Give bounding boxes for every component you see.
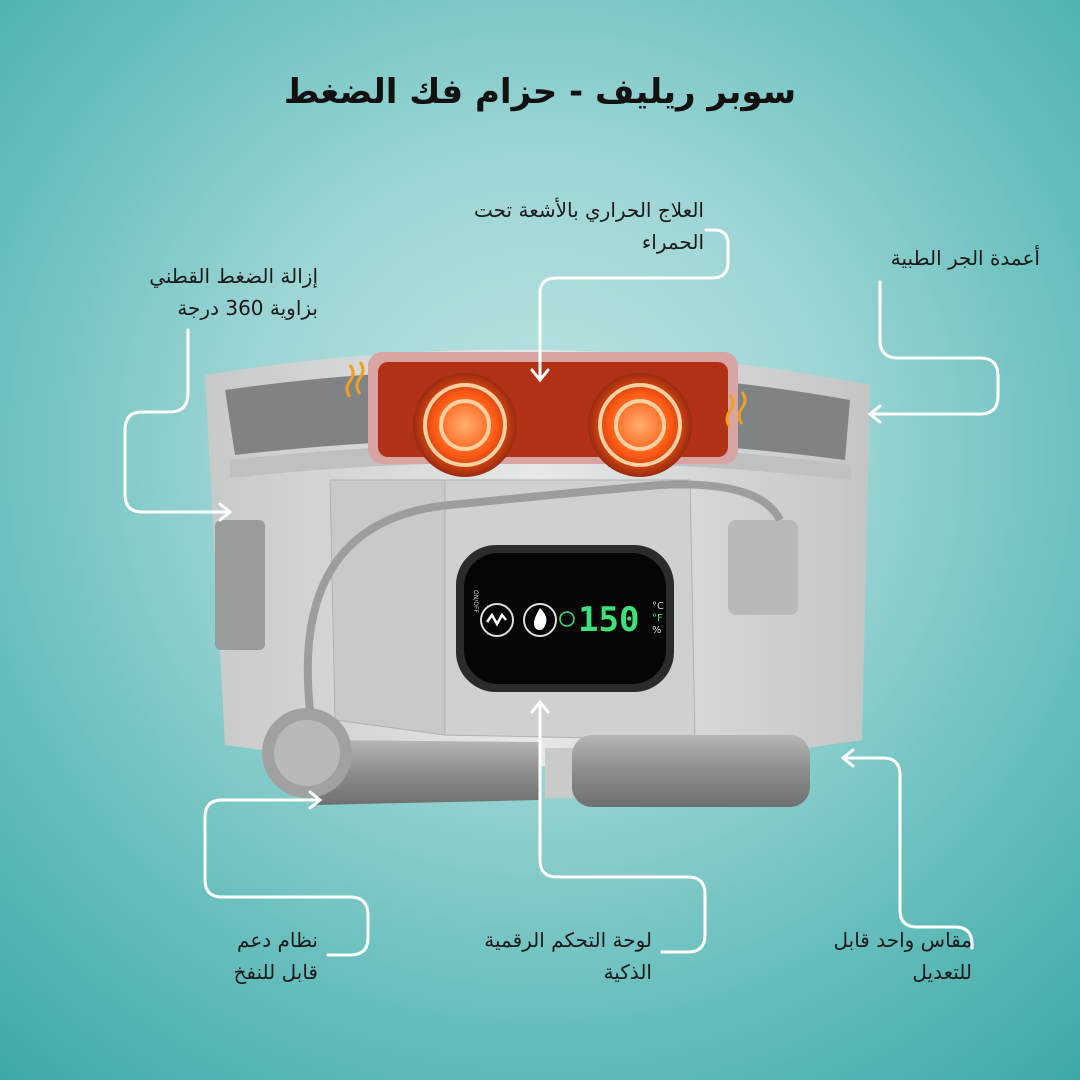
label-decompression-line1: إزالة الضغط القطني: [149, 264, 318, 288]
air-tube: [303, 480, 784, 711]
control-panel[interactable]: [456, 545, 674, 692]
connector-one-size: [840, 748, 974, 950]
unit-indicators: °C °F %: [652, 601, 664, 637]
label-infrared-line2: الحمراء: [641, 230, 704, 254]
label-control-panel-line2: الذكية: [603, 960, 652, 984]
label-inflatable-line1: نظام دعم: [237, 928, 318, 952]
label-traction-line1: أعمدة الجر الطبية: [890, 246, 1040, 270]
label-decompression: إزالة الضغط القطني بزاوية 360 درجة: [149, 260, 318, 324]
power-label: ON/OFF: [472, 590, 479, 613]
label-infrared: العلاج الحراري بالأشعة تحت الحمراء: [474, 194, 704, 258]
unit-celsius: °C: [652, 601, 664, 612]
heat-flame-icon: [523, 603, 557, 637]
label-infrared-line1: العلاج الحراري بالأشعة تحت: [474, 198, 704, 222]
label-decompression-line2: بزاوية 360 درجة: [177, 296, 318, 320]
temperature-readout: 150: [578, 600, 640, 640]
infrared-heat-pad: [345, 352, 747, 477]
vibration-icon: [480, 603, 514, 637]
label-one-size: مقاس واحد قابل للتعديل: [834, 924, 973, 988]
connector-control-panel: [530, 699, 707, 954]
page-title: سوبر ريليف - حزام فك الضغط: [283, 72, 797, 112]
lock-icon: [559, 611, 575, 627]
connector-traction: [867, 280, 1000, 424]
label-inflatable: نظام دعم قابل للنفخ: [233, 924, 318, 988]
connector-decompression: [123, 328, 233, 522]
pump-handle[interactable]: [262, 708, 810, 807]
label-inflatable-line2: قابل للنفخ: [233, 960, 318, 984]
label-one-size-line1: مقاس واحد قابل: [833, 928, 973, 952]
unit-percent: %: [652, 625, 662, 636]
unit-fahrenheit: °F: [652, 613, 663, 624]
label-traction: أعمدة الجر الطبية: [891, 242, 1040, 274]
label-control-panel-line1: لوحة التحكم الرقمية: [484, 928, 652, 952]
connector-infrared: [530, 228, 730, 383]
connector-inflatable: [203, 790, 370, 957]
label-one-size-line2: للتعديل: [912, 960, 972, 984]
label-control-panel: لوحة التحكم الرقمية الذكية: [484, 924, 652, 988]
